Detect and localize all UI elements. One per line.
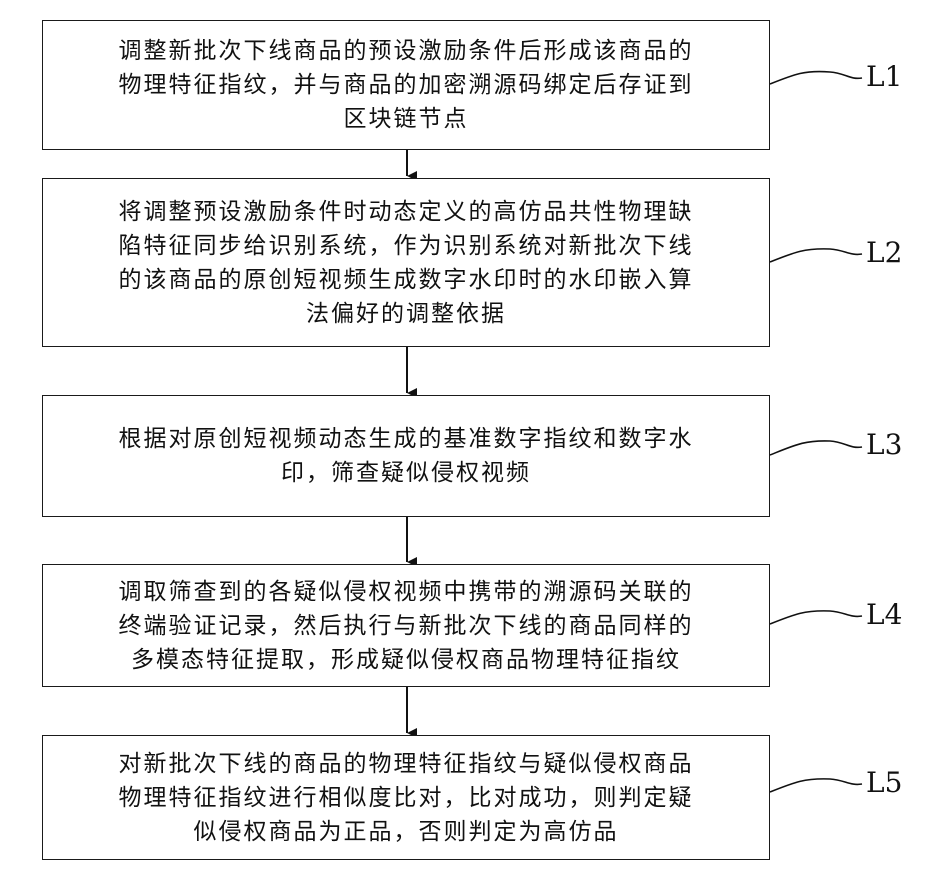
step-text-l5: 对新批次下线的商品的物理特征指纹与疑似侵权商品 物理特征指纹进行相似度比对，比对… bbox=[119, 747, 694, 849]
step-label-l2: L2 bbox=[866, 238, 902, 268]
leader-line-l2 bbox=[770, 249, 862, 262]
leader-line-l4 bbox=[770, 611, 862, 624]
leader-line-l5 bbox=[770, 779, 862, 792]
leader-line-l3 bbox=[770, 441, 862, 455]
step-text-l1: 调整新批次下线商品的预设激励条件后形成该商品的 物理特征指纹，并与商品的加密溯源… bbox=[119, 34, 694, 136]
step-box-l1: 调整新批次下线商品的预设激励条件后形成该商品的 物理特征指纹，并与商品的加密溯源… bbox=[42, 20, 770, 150]
step-box-l2: 将调整预设激励条件时动态定义的高仿品共性物理缺 陷特征同步给识别系统，作为识别系… bbox=[42, 178, 770, 347]
step-box-l4: 调取筛查到的各疑似侵权视频中携带的溯源码关联的 终端验证记录，然后执行与新批次下… bbox=[42, 564, 770, 687]
step-label-l1: L1 bbox=[866, 62, 902, 92]
step-box-l5: 对新批次下线的商品的物理特征指纹与疑似侵权商品 物理特征指纹进行相似度比对，比对… bbox=[42, 735, 770, 860]
step-label-l5: L5 bbox=[866, 768, 902, 798]
leader-line-l1 bbox=[770, 72, 862, 85]
step-text-l3: 根据对原创短视频动态生成的基准数字指纹和数字水 印，筛查疑似侵权视频 bbox=[119, 422, 694, 490]
step-text-l2: 将调整预设激励条件时动态定义的高仿品共性物理缺 陷特征同步给识别系统，作为识别系… bbox=[119, 195, 694, 331]
step-label-l4: L4 bbox=[866, 600, 902, 630]
step-box-l3: 根据对原创短视频动态生成的基准数字指纹和数字水 印，筛查疑似侵权视频 bbox=[42, 395, 770, 517]
step-label-l3: L3 bbox=[866, 430, 902, 460]
step-text-l4: 调取筛查到的各疑似侵权视频中携带的溯源码关联的 终端验证记录，然后执行与新批次下… bbox=[119, 575, 694, 677]
